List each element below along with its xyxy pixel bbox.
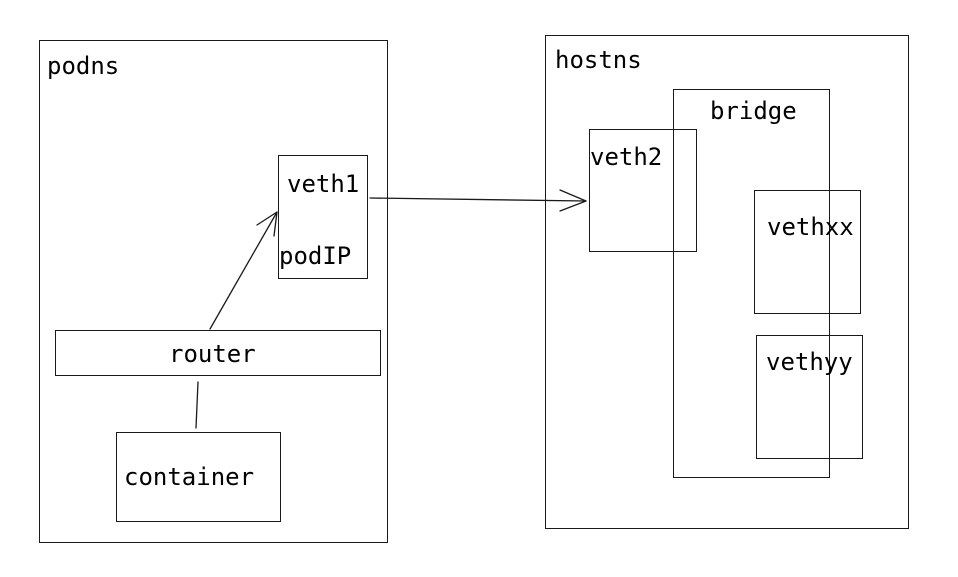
veth1-box <box>278 155 368 279</box>
vethxx-label: vethxx <box>767 213 854 241</box>
vethxx-box <box>754 190 861 314</box>
bridge-box <box>673 89 830 478</box>
veth1-label: veth1 <box>287 170 360 198</box>
veth2-label: veth2 <box>590 143 663 171</box>
vethyy-label: vethyy <box>766 348 853 376</box>
hostns-namespace-box <box>545 35 909 529</box>
router-box <box>55 330 381 376</box>
container-label: container <box>124 463 255 491</box>
podns-namespace-box <box>39 40 388 543</box>
container-box <box>116 432 281 522</box>
vethyy-box <box>756 335 863 459</box>
router-label: router <box>169 340 256 368</box>
bridge-label: bridge <box>710 97 797 125</box>
veth2-box <box>589 129 697 252</box>
podip-label: podIP <box>279 242 352 270</box>
hostns-title: hostns <box>555 46 642 74</box>
podns-title: podns <box>47 52 120 80</box>
